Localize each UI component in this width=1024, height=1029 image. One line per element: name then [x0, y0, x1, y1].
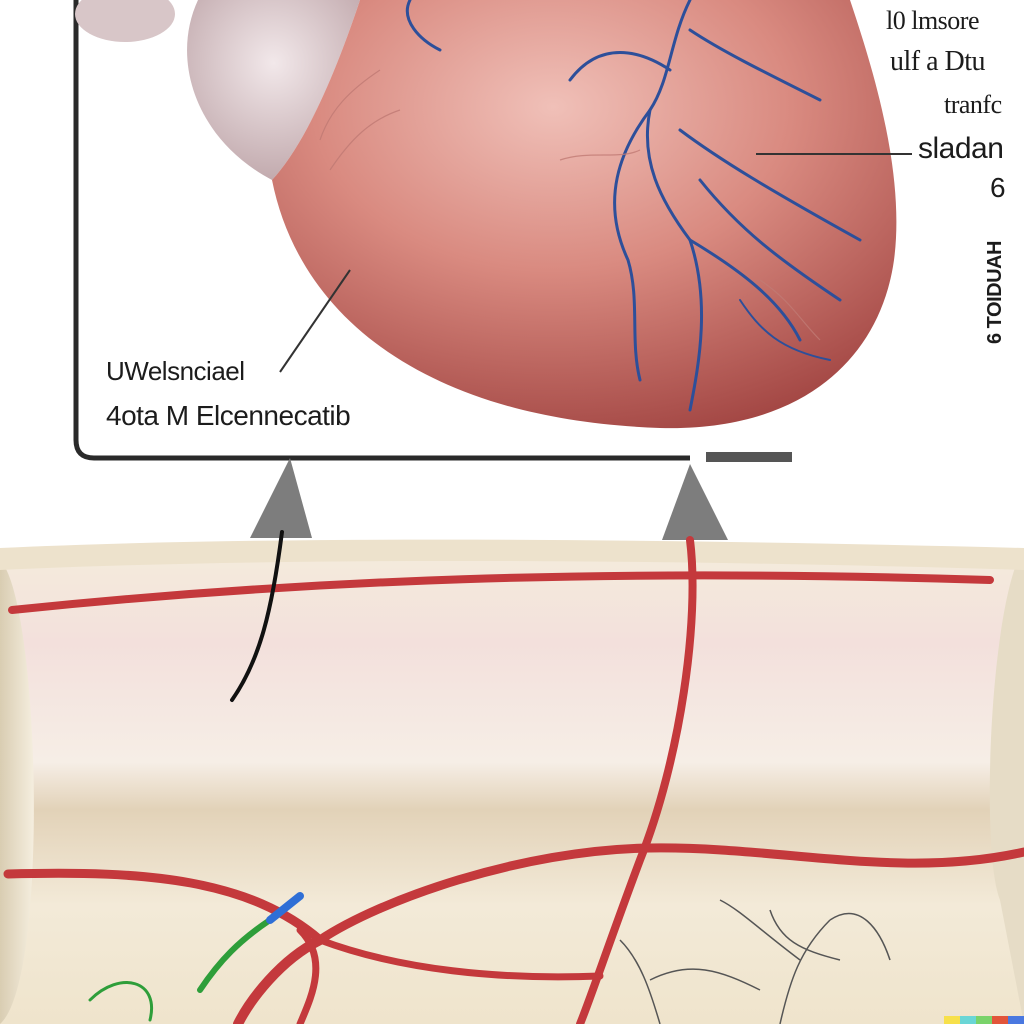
- arrow-right: [662, 464, 728, 540]
- watermark-swatch: [944, 1016, 960, 1024]
- label-bottom-left-2: 4ota M Elcennecatib: [106, 400, 350, 432]
- color-watermark: [944, 1016, 1024, 1024]
- leader-line-left: [280, 270, 350, 372]
- label-right-3: tranfc: [944, 90, 1002, 120]
- watermark-swatch: [992, 1016, 1008, 1024]
- watermark-swatch: [1008, 1016, 1024, 1024]
- label-right-2: ulf a Dtu: [890, 46, 985, 78]
- watermark-swatch: [976, 1016, 992, 1024]
- frame-segment: [706, 452, 792, 462]
- watermark-swatch: [960, 1016, 976, 1024]
- label-right-vertical: 6 TOIDUAH: [984, 241, 1007, 344]
- vessel-stub: [75, 0, 175, 42]
- arrow-left: [250, 458, 312, 538]
- tissue-block: [0, 548, 1024, 1024]
- label-right-5: 6: [990, 172, 1005, 204]
- label-right-4: sladan: [918, 132, 1003, 166]
- label-bottom-left-1: UWelsnciael: [106, 356, 245, 387]
- label-right-1: l0 lmsore: [886, 6, 979, 36]
